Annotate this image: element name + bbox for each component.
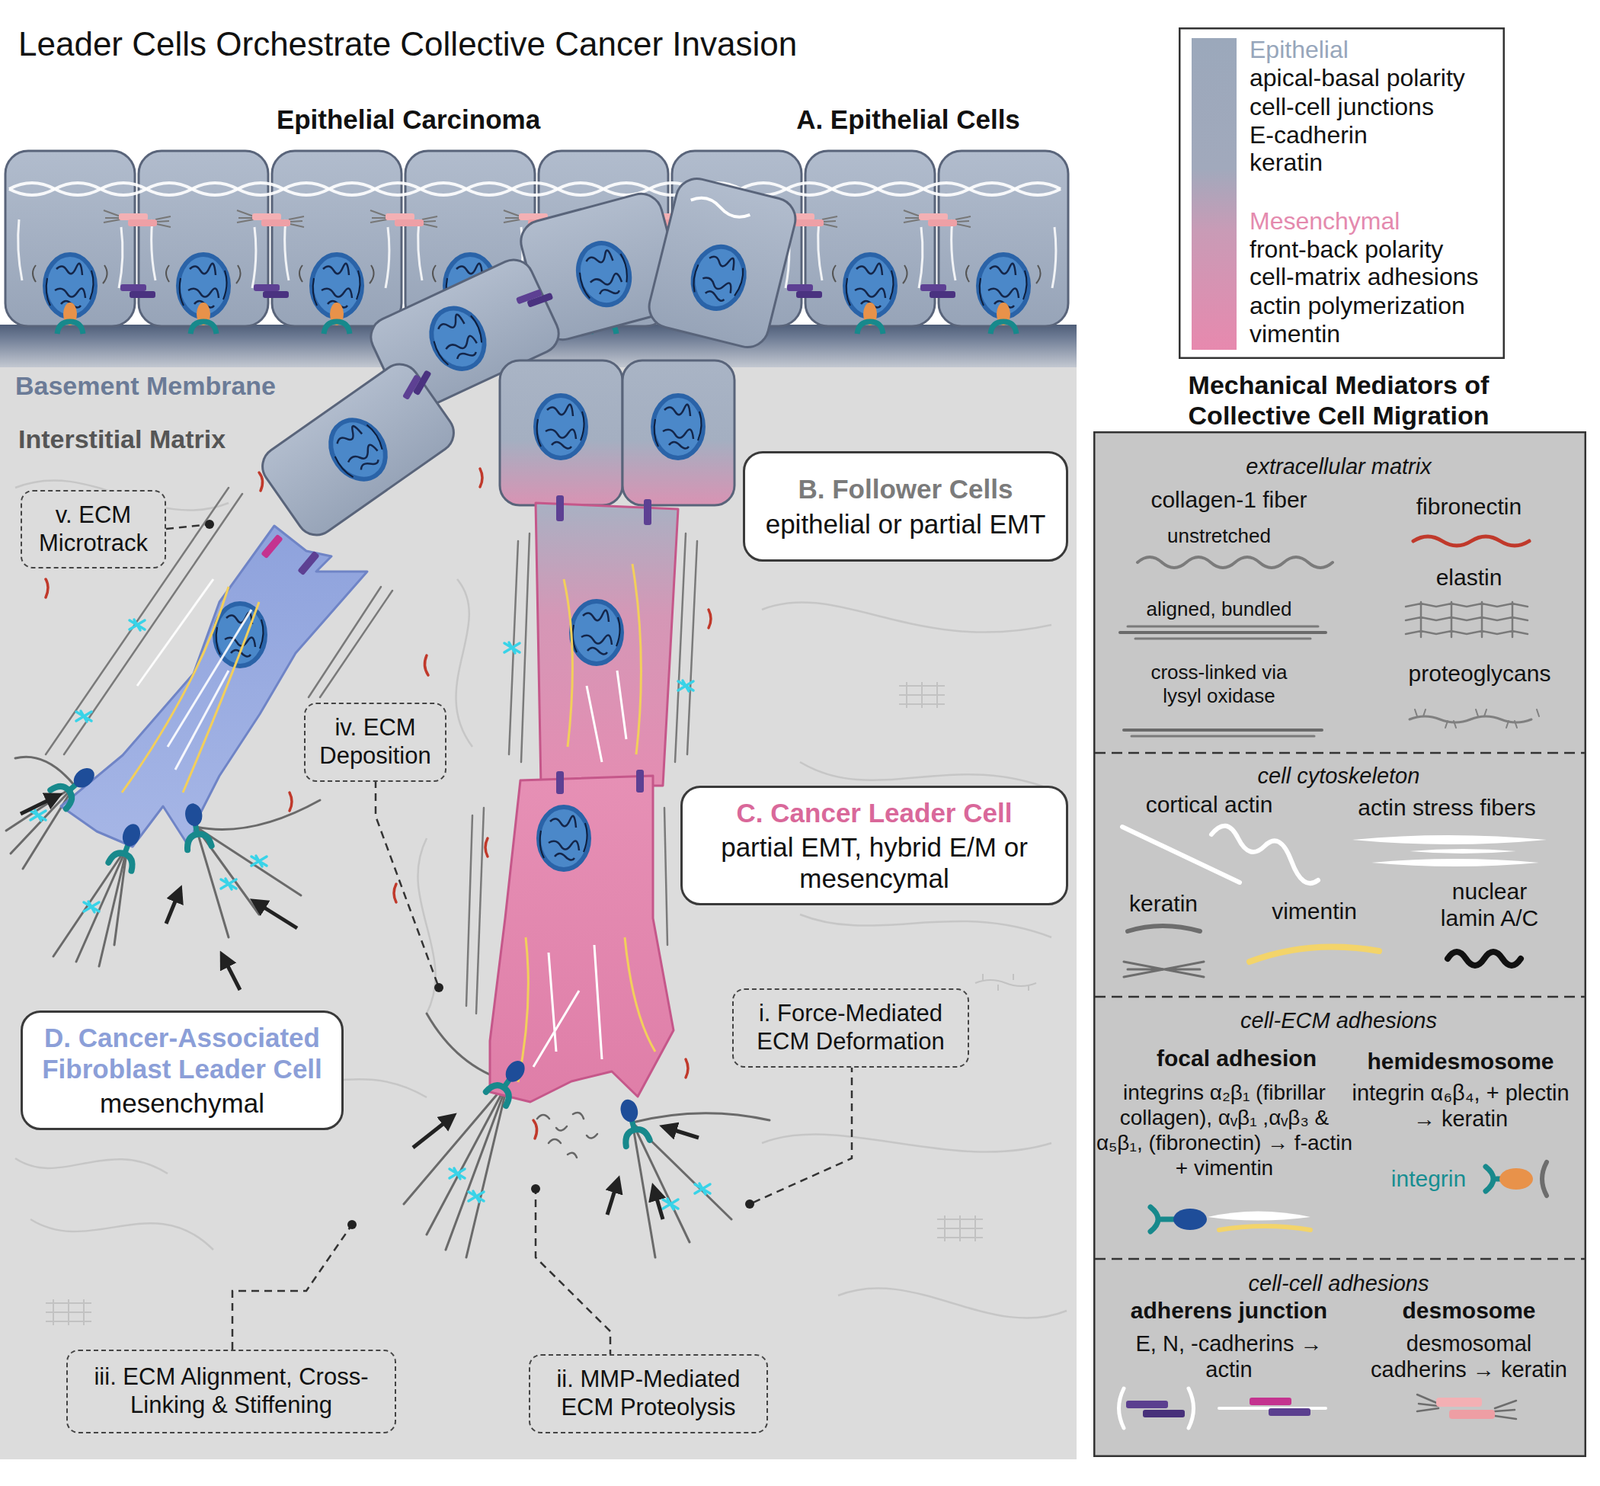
section-heading: cell cytoskeleton	[1186, 762, 1492, 789]
item-label: cross-linked via lysyl oxidase	[1133, 660, 1306, 708]
ecm-fibers	[6, 426, 770, 1258]
mediators-panel: Mechanical Mediators of Collective Cell …	[1093, 431, 1587, 1457]
box-text: i. Force-Mediated ECM Deformation	[741, 999, 960, 1056]
callout-box: iv. ECM Deposition	[304, 702, 447, 781]
item-label: Epithelial	[1249, 35, 1498, 65]
matrix-ground	[0, 367, 1077, 1460]
item-label: fibronectin	[1377, 492, 1561, 520]
panel-section: cell cytoskeletoncortical actin actin str…	[1093, 752, 1587, 997]
item-label: proteoglycans	[1388, 659, 1572, 687]
item-label: unstretched	[1120, 524, 1319, 548]
callout-box: iii. ECM Alignment, Cross-Linking & Stif…	[66, 1349, 397, 1434]
box-text: mesenchymal	[99, 1087, 265, 1119]
box-text: partial EMT, hybrid E/M or mesencymal	[694, 831, 1054, 895]
item-label: keratin	[1249, 148, 1498, 178]
item-label: E, N, -cadherins → actin	[1122, 1330, 1336, 1383]
panel-art	[1093, 431, 1587, 1457]
force-arrows	[20, 795, 699, 1220]
item-label: cell-matrix adhesions	[1249, 262, 1498, 292]
leader-lines	[166, 524, 852, 1357]
region-label: Interstitial Matrix	[15, 423, 229, 455]
item-label: vimentin	[1245, 897, 1383, 925]
box-heading: C. Cancer Leader Cell	[736, 796, 1013, 829]
item-label: hemidesmosome	[1350, 1047, 1572, 1075]
callout-box: ii. MMP-Mediated ECM Proteolysis	[528, 1353, 768, 1433]
item-label: E-cadherin	[1249, 121, 1498, 151]
panel-section: cell-cell adhesionsadherens junction E, N…	[1093, 1258, 1587, 1457]
cell-type-box: C. Cancer Leader Cellpartial EMT, hybrid…	[680, 785, 1069, 906]
item-label: aligned, bundled	[1104, 597, 1334, 621]
item-label: cortical actin	[1110, 790, 1309, 818]
section-heading: cell-cell adhesions	[1186, 1270, 1492, 1296]
item-label: desmosomal cadherins → keratin	[1362, 1330, 1576, 1383]
cell-type-box: B. Follower Cellsepithelial or partial E…	[742, 451, 1069, 562]
callout-box: i. Force-Mediated ECM Deformation	[732, 988, 970, 1067]
item-label: vimentin	[1249, 320, 1498, 349]
region-label: Epithelial Carcinoma	[179, 103, 637, 135]
item-label: nuclear lamin A/C	[1427, 877, 1553, 932]
box-text: v. ECM Microtrack	[29, 501, 157, 557]
item-label: Mesenchymal	[1249, 207, 1498, 237]
panel-section: cell-ECM adhesions focal adhesion integrin…	[1093, 996, 1587, 1259]
item-label: elastin	[1392, 563, 1546, 591]
item-label: actin polymerization	[1249, 291, 1498, 321]
box-text: iv. ECM Deposition	[313, 713, 438, 770]
box-text: ii. MMP-Mediated ECM Proteolysis	[537, 1365, 759, 1421]
title: Leader Cells Orchestrate Collective Canc…	[18, 24, 797, 64]
invading-cells	[50, 174, 800, 1147]
legend-art	[1178, 27, 1505, 359]
item-label: apical-basal polarity	[1249, 64, 1498, 93]
section-heading: cell-ECM adhesions	[1186, 1007, 1492, 1034]
item-label: cell-cell junctions	[1249, 92, 1498, 122]
section-heading: Mechanical Mediators of Collective Cell …	[1140, 369, 1537, 431]
region-label: Basement Membrane	[12, 370, 279, 401]
item-label: front-back polarity	[1249, 235, 1498, 265]
item-label: integrin	[1375, 1164, 1482, 1192]
box-heading: D. Cancer-Associated Fibroblast Leader C…	[35, 1021, 330, 1085]
cell-type-box: D. Cancer-Associated Fibroblast Leader C…	[20, 1010, 344, 1131]
box-text: epithelial or partial EMT	[765, 508, 1047, 540]
item-label: focal adhesion	[1114, 1044, 1359, 1072]
box-heading: B. Follower Cells	[798, 473, 1014, 505]
item-label: adherens junction	[1103, 1296, 1355, 1324]
legend-box: Epithelialapical-basal polaritycell-cell…	[1178, 27, 1505, 359]
item-label: desmosome	[1362, 1296, 1576, 1324]
item-label: collagen-1 fiber	[1114, 486, 1344, 513]
panel-section: extracellular matrix collagen-1 fiber unst…	[1093, 431, 1587, 753]
item-label: keratin	[1102, 889, 1225, 917]
item-label: integrins α₂β₁ (fibrillar collagen), αᵥβ…	[1094, 1079, 1354, 1181]
callout-box: v. ECM Microtrack	[20, 489, 167, 569]
item-label: integrin α₆β₄, + plectin → keratin	[1350, 1079, 1572, 1132]
section-heading: extracellular matrix	[1178, 453, 1499, 480]
item-label: actin stress fibers	[1332, 793, 1562, 821]
region-label: A. Epithelial Cells	[717, 103, 1099, 135]
box-text: iii. ECM Alignment, Cross-Linking & Stif…	[75, 1363, 388, 1419]
